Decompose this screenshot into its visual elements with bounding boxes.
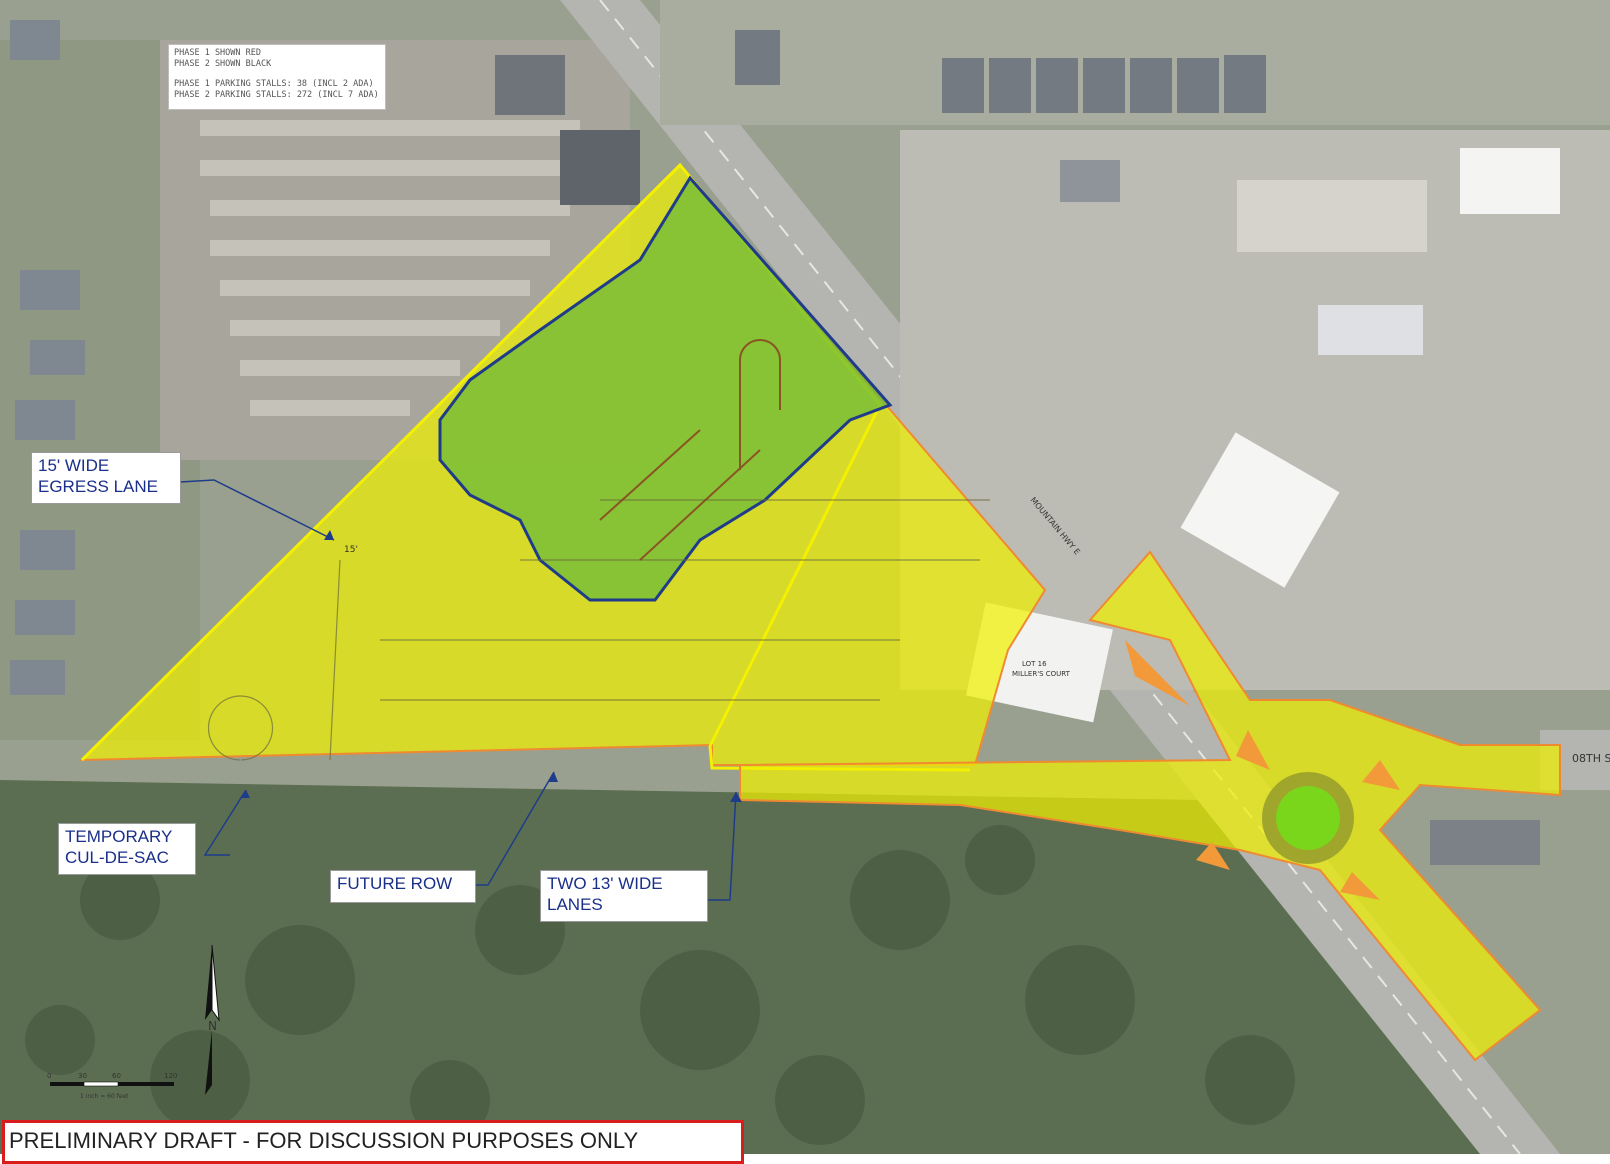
- note-line-1: PHASE 1 SHOWN RED: [174, 48, 261, 58]
- callout-egress-lane: 15' WIDE EGRESS LANE: [31, 452, 181, 504]
- scale-tick-0: 0: [47, 1072, 51, 1080]
- splitter-islands: [1125, 640, 1400, 900]
- scale-bar: 0 30 60 120 1 inch = 60 feet: [47, 1072, 177, 1100]
- north-arrow-icon: N: [205, 944, 220, 1095]
- callout-future-row-line1: FUTURE ROW: [337, 874, 453, 893]
- building-e1: [1237, 180, 1427, 252]
- callout-lanes-line1: TWO 13' WIDE: [547, 874, 663, 893]
- north-houses: [735, 30, 1266, 113]
- callout-culdesac-line1: TEMPORARY: [65, 827, 173, 846]
- callout-egress-line2: EGRESS LANE: [38, 477, 158, 496]
- building-e5: [1060, 160, 1120, 202]
- building-e4: [1180, 432, 1340, 588]
- street-name-label: 08TH S: [1572, 752, 1610, 765]
- egress-dimension-label: 15': [344, 545, 358, 555]
- building-e2: [1460, 148, 1560, 214]
- scale-tick-60: 60: [112, 1072, 121, 1080]
- yard-building-2: [560, 130, 640, 205]
- note-line-2: PHASE 2 SHOWN BLACK: [174, 58, 272, 69]
- roundabout-center-island: [1276, 786, 1340, 850]
- callout-leaders: [179, 479, 737, 901]
- north-label: N: [208, 1019, 217, 1033]
- roundabout-corridor: [739, 550, 1561, 1062]
- yard-building-1: [495, 55, 565, 115]
- callout-two-13ft-lanes: TWO 13' WIDE LANES: [540, 870, 708, 922]
- phase1-drive-aisles: [599, 339, 781, 561]
- callout-egress-line1: 15' WIDE: [38, 456, 110, 475]
- phase-notes: PHASE 1 SHOWN RED PHASE 2 SHOWN BLACK PH…: [168, 44, 386, 110]
- scale-tick-120: 120: [164, 1072, 177, 1080]
- callout-temporary-cul-de-sac: TEMPORARY CUL-DE-SAC: [58, 823, 196, 875]
- scale-caption: 1 inch = 60 feet: [80, 1093, 129, 1100]
- preliminary-draft-banner: PRELIMINARY DRAFT - FOR DISCUSSION PURPO…: [2, 1120, 744, 1164]
- building-e3: [1318, 305, 1423, 355]
- yard-vehicles: [200, 120, 580, 416]
- callout-future-row: FUTURE ROW: [330, 870, 476, 903]
- callout-culdesac-line2: CUL-DE-SAC: [65, 848, 169, 867]
- callout-lanes-line2: LANES: [547, 895, 603, 914]
- scale-tick-30: 30: [78, 1072, 87, 1080]
- tree-canopy: [25, 825, 1295, 1145]
- lot-label-line2: MILLER'S COURT: [1012, 670, 1071, 678]
- note-line-4: PHASE 2 PARKING STALLS: 272 (INCL 7 ADA): [174, 89, 379, 100]
- callout-arrowheads: [240, 530, 742, 802]
- west-houses: [10, 20, 85, 695]
- parking-layout: [207, 499, 990, 761]
- hwy-centerline: [599, 0, 1521, 1154]
- note-line-3: PHASE 1 PARKING STALLS: 38 (INCL 2 ADA): [174, 79, 374, 89]
- building-e6: [1430, 820, 1540, 865]
- lot-label-line1: LOT 16: [1022, 660, 1047, 668]
- phase-1-site: [438, 175, 893, 602]
